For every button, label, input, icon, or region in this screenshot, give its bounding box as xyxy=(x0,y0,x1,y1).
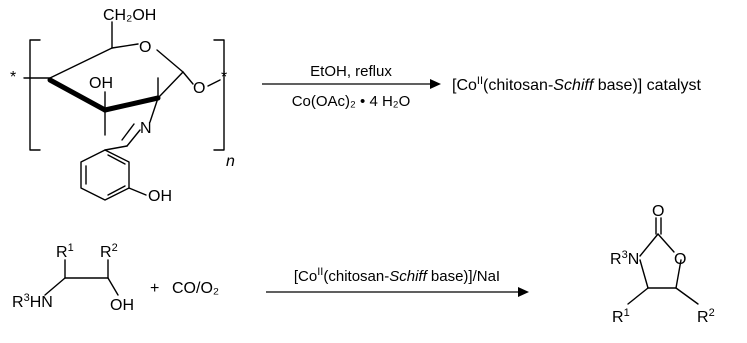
reactant-oh-label: OH xyxy=(110,297,134,314)
benzene-ring xyxy=(80,149,130,201)
product-r3n-label: R3N xyxy=(610,249,639,268)
chitosan-schiff-base-structure: CH₂OH O OH O * * N OH n xyxy=(10,7,235,205)
imine-bond-b xyxy=(121,123,135,141)
benzene-double-2 xyxy=(107,185,126,196)
carbonyl-oxygen-label: O xyxy=(652,203,664,220)
ring-bond-c-n xyxy=(639,233,659,257)
bond-o-star xyxy=(207,79,221,87)
bond-c2-oh xyxy=(107,277,119,296)
imine-c-to-ring xyxy=(104,145,128,151)
bond-c5-r2 xyxy=(675,287,699,305)
repeat-n-label: n xyxy=(226,153,235,170)
ring-bond-c-o xyxy=(657,233,675,253)
ring-bond-c3-c2-wedge xyxy=(102,95,161,113)
ring-bond-o-c5 xyxy=(675,259,682,289)
bond-c1-o xyxy=(182,71,194,85)
plus-sign: + xyxy=(150,280,159,297)
product-r2-label: R2 xyxy=(697,307,715,326)
ring-bond-c5-c4 xyxy=(49,47,113,79)
ring-bond-c4-c3-wedge xyxy=(47,77,108,113)
bond-n-c1 xyxy=(44,277,66,296)
left-bracket xyxy=(29,39,41,151)
phenol-oh-label: OH xyxy=(148,188,172,205)
ch2oh-label: CH₂OH xyxy=(103,7,156,24)
reaction2-catalyst-label: [CoII(chitosan-Schiff base)]/NaI xyxy=(294,266,500,285)
ring-oxygen-label-2: O xyxy=(674,251,686,268)
ring-oh-label: OH xyxy=(89,75,113,92)
ring-bond-n-c4 xyxy=(639,259,649,289)
imine-nitrogen-label: N xyxy=(140,120,152,137)
bond-c2-n xyxy=(149,97,159,123)
bond-c4-r1 xyxy=(627,287,649,305)
right-bracket xyxy=(213,39,225,151)
product-r1-label: R1 xyxy=(612,307,630,326)
ring-bond-c1-c2 xyxy=(157,71,184,99)
glycosidic-oxygen-label: O xyxy=(193,80,205,97)
reaction1-arrow: EtOH, reflux Co(OAc)₂ • 4 H₂O xyxy=(262,63,441,110)
reactant-r1-label: R1 xyxy=(56,242,74,261)
reaction2-arrow: [CoII(chitosan-Schiff base)]/NaI xyxy=(266,266,529,297)
reaction1-condition-above: EtOH, reflux xyxy=(310,63,392,80)
reaction1-condition-below: Co(OAc)₂ • 4 H₂O xyxy=(292,93,411,110)
end-star-label: * xyxy=(221,69,227,86)
ring-oxygen-label: O xyxy=(139,39,151,56)
reactant-r3hn-label: R3HN xyxy=(12,292,53,311)
imine-bond-a xyxy=(126,129,141,147)
ring-bond-c5-o xyxy=(111,43,139,49)
benzene-double-3 xyxy=(107,154,126,165)
catalyst-product: [CoII(chitosan-Schiff base)] catalyst xyxy=(452,75,701,94)
start-star-label: * xyxy=(10,69,16,86)
bond-phenol-oh xyxy=(128,187,147,196)
ring-bond-o-c1 xyxy=(156,49,184,73)
co-o2-reagent: CO/O₂ xyxy=(172,280,219,297)
reactant-r2-label: R2 xyxy=(100,242,118,261)
oxazolidinone-structure: O O R3N R1 R2 xyxy=(610,203,715,326)
amino-alcohol-structure: R1 R2 R3HN OH xyxy=(12,242,134,314)
